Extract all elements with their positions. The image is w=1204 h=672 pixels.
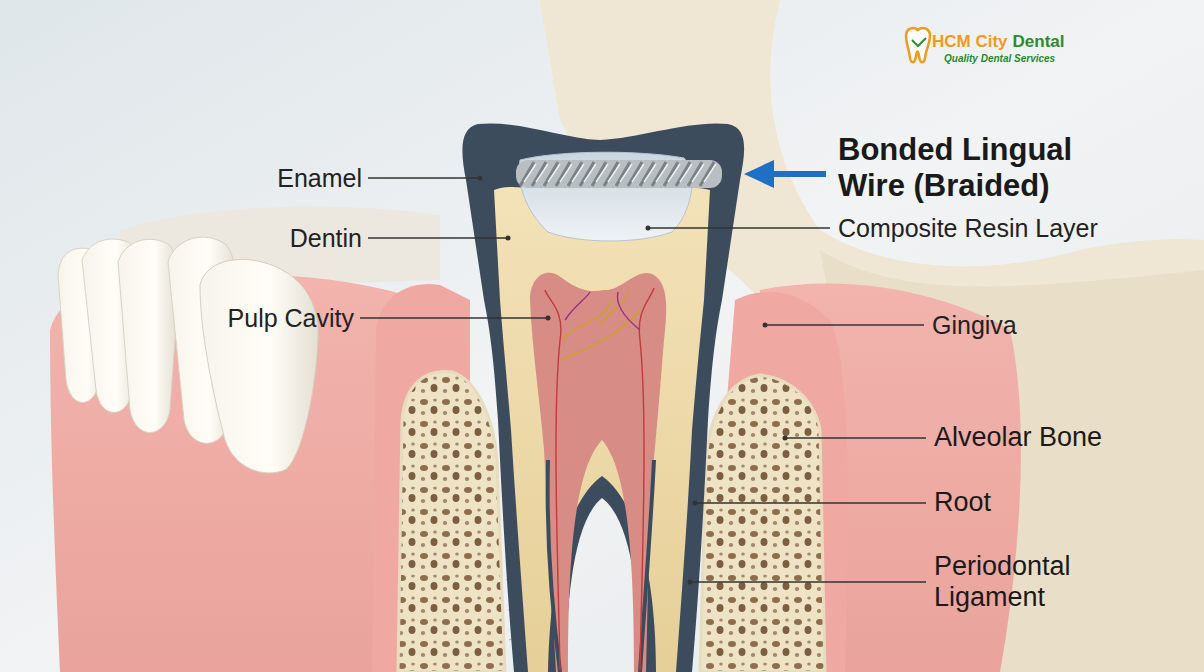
part-label: Composite Resin Layer [838,214,1098,243]
part-label: Alveolar Bone [934,422,1102,453]
part-label: Enamel [277,164,362,193]
part-label: Dentin [290,224,362,253]
part-label: Periodontal Ligament [934,551,1114,613]
part-label: Pulp Cavity [228,304,354,333]
part-label: Root [934,487,991,518]
pointer-arrow [744,160,826,188]
logo-icon [906,28,930,62]
logo-tagline: Quality Dental Services [944,53,1055,65]
logo-text: HCM City [932,32,1008,52]
logo-text: Dental [1013,32,1065,52]
braided-wire [516,160,722,188]
callout-label: Bonded Lingual Wire (Braided) [838,132,1088,203]
part-label: Gingiva [932,311,1017,340]
